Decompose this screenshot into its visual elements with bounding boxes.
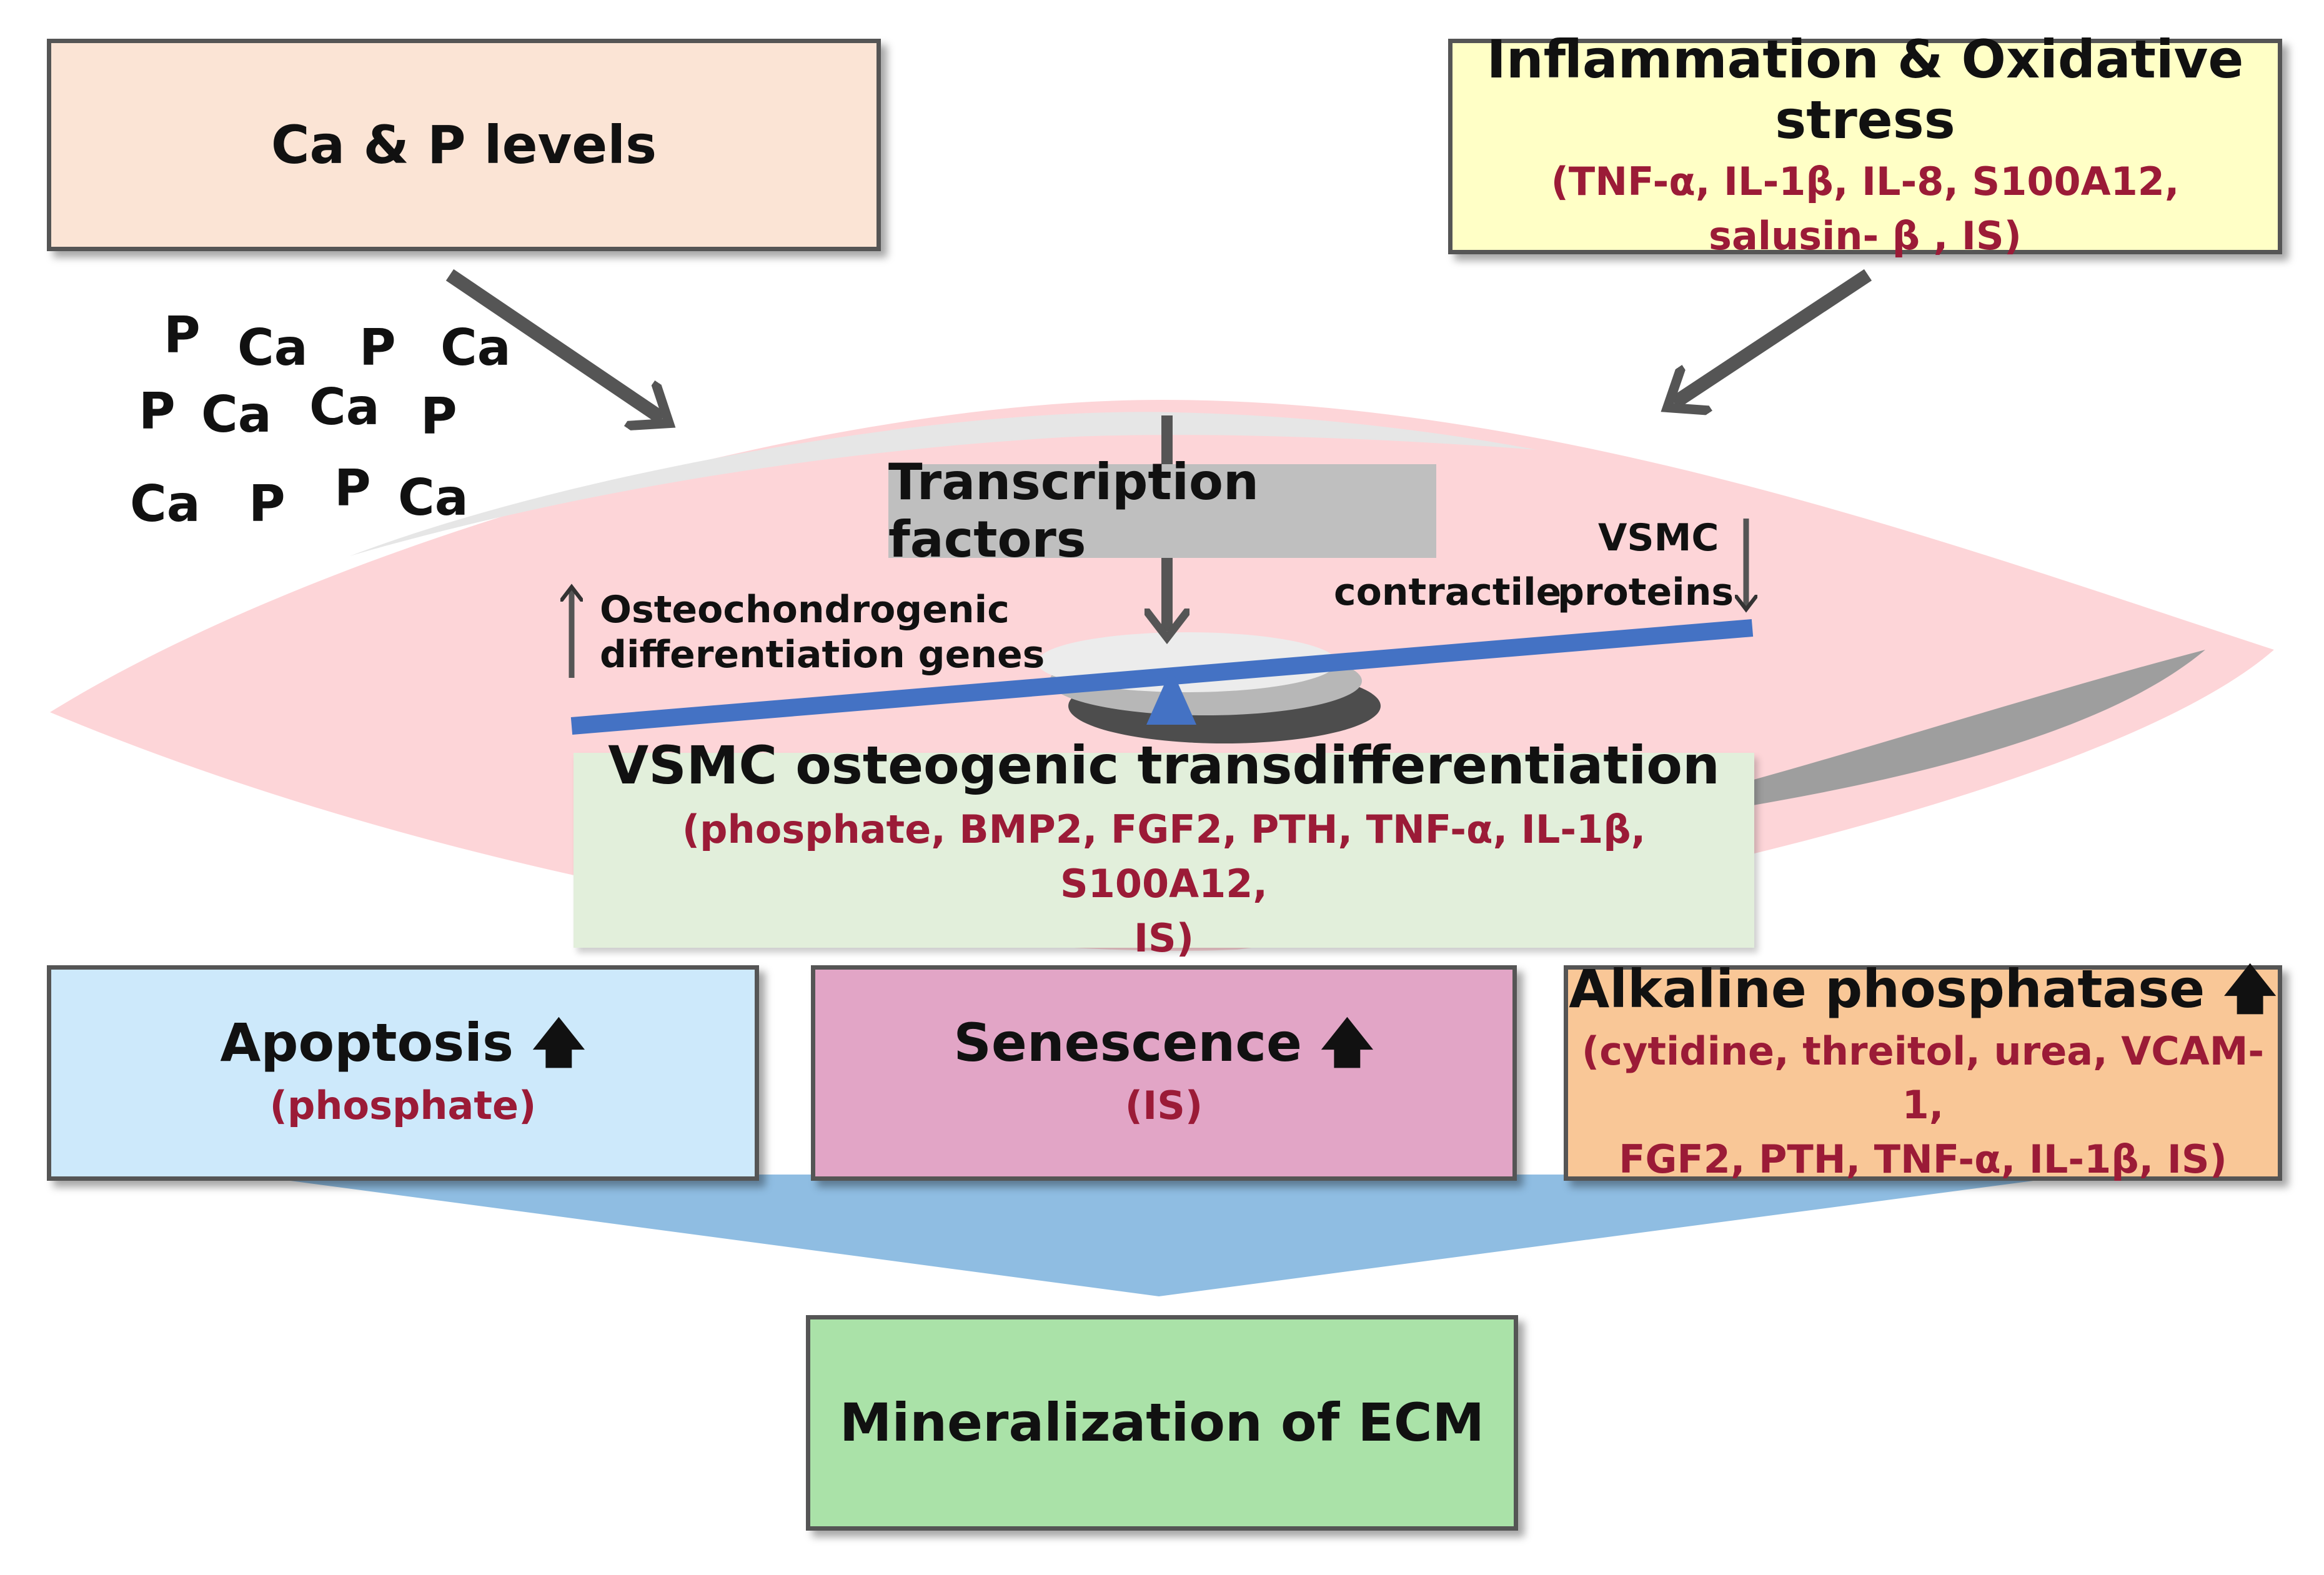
ion-p: P [164,306,201,364]
up-arrow-icon: 🡅 [2223,958,2277,1020]
vsmc-word-label: VSMC [1598,516,1719,560]
balance-beam [570,619,1754,735]
contractile-label: contractile [1334,570,1562,614]
ion-p: P [334,459,371,517]
vsmc-transdifferentiation-title: VSMC osteogenic transdifferentiation [608,734,1720,796]
cell-highlight-top [350,412,1537,556]
osteochondrogenic-label: Osteochondrogenic differentiation genes [600,587,1045,677]
ion-ca: Ca [130,475,201,533]
arrow-ca-p [445,269,662,419]
osteo-label-line2: differentiation genes [600,633,1045,677]
alp-mediators-line1: (cytidine, threitol, urea, VCAM-1, [1581,1028,2265,1128]
ion-ca: Ca [237,319,308,377]
alkaline-phosphatase-box: Alkaline phosphatase 🡅 (cytidine, threit… [1564,959,2282,1182]
vsmc-mediators-line1: (phosphate, BMP2, FGF2, PTH, TNF-α, IL-1… [682,807,1646,907]
balance-fulcrum [1146,668,1196,725]
cell-highlight-right [1749,650,2205,806]
up-arrow-icon: 🡅 [1320,1011,1374,1073]
ion-ca: Ca [309,378,380,436]
ion-p: P [249,475,286,533]
apoptosis-label: Apoptosis [220,1011,514,1073]
osteo-label-line1: Osteochondrogenic [600,588,1010,632]
transcription-factors-box: Transcription factors [888,454,1436,569]
senescence-box: Senescence 🡅 (IS) [811,965,1517,1181]
inflammation-box: Inflammation & Oxidative stress (TNF-α, … [1448,29,2282,259]
senescence-title: Senescence 🡅 [953,1011,1374,1073]
apoptosis-mediator: (phosphate) [269,1083,537,1129]
proteins-label: proteins [1557,570,1734,614]
apoptosis-title: Apoptosis 🡅 [220,1011,586,1073]
ca-p-levels-box: Ca & P levels [47,39,881,251]
inflammation-mediators-line1: (TNF-α, IL-1β, IL-8, S100A12, [1551,159,2180,205]
up-arrow-icon: 🡅 [532,1011,586,1073]
senescence-label: Senescence [953,1011,1302,1073]
inflammation-mediators-line2: salusin- β , IS) [1709,213,2022,259]
alp-mediators-line2: FGF2, PTH, TNF-α, IL-1β, IS) [1619,1136,2227,1183]
ion-p: P [359,319,396,377]
ion-ca: Ca [440,319,511,377]
vsmc-mediators-line2: IS) [1133,915,1194,961]
mineralization-ecm-title: Mineralization of ECM [839,1392,1485,1454]
alkaline-phosphatase-title: Alkaline phosphatase 🡅 [1569,959,2277,1020]
mineralization-ecm-box: Mineralization of ECM [806,1315,1518,1531]
funnel-shape [244,1175,2080,1296]
arrow-inflammation [1674,269,1872,403]
ion-p: P [420,387,457,445]
transcription-factors-title: Transcription factors [888,453,1259,569]
vsmc-transdifferentiation-box: VSMC osteogenic transdifferentiation (ph… [574,735,1754,961]
ion-p: P [139,382,176,440]
inflammation-title: Inflammation & Oxidative stress [1486,29,2244,151]
alkaline-phosphatase-label: Alkaline phosphatase [1569,958,2205,1020]
ion-ca: Ca [398,469,469,527]
ca-p-levels-title: Ca & P levels [271,114,657,176]
apoptosis-box: Apoptosis 🡅 (phosphate) [47,965,759,1181]
ion-ca: Ca [201,385,272,444]
senescence-mediator: (IS) [1125,1083,1203,1129]
